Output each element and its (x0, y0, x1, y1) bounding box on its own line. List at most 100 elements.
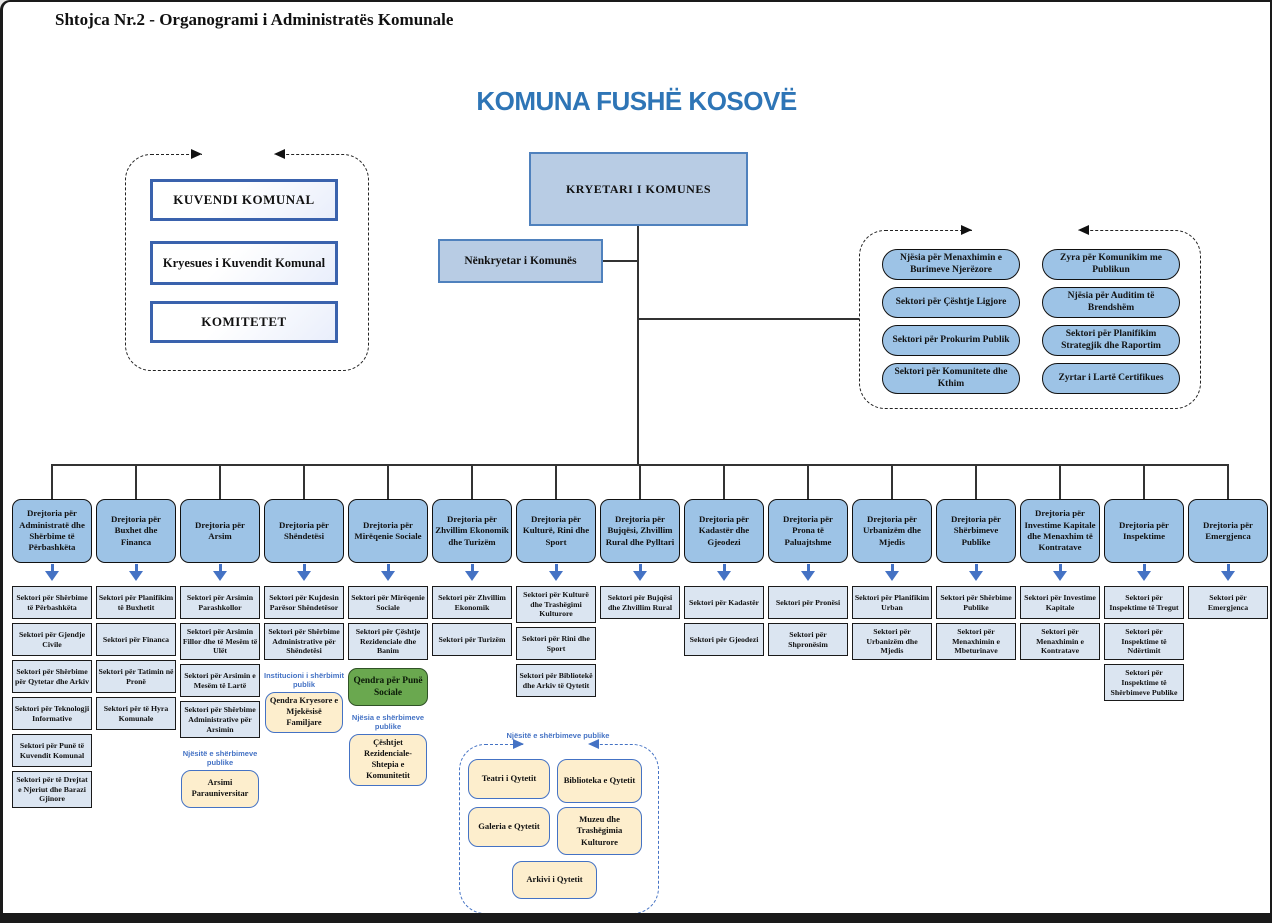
org-column-13: Drejtoria për Investime Kapitale dhe Men… (1018, 464, 1102, 664)
culture-unit-teatri: Teatri i Qytetit (468, 759, 550, 799)
sector-box: Sektori për Menaxhimin e Mbeturinave (936, 623, 1016, 661)
public-service-unit-box: Arsimi Parauniversitar (181, 770, 259, 809)
down-arrow-head (717, 571, 731, 581)
directorate-box: Drejtoria për Bujqësi, Zhvillim Rural dh… (600, 499, 680, 563)
sector-box: Sektori për Pronësi (768, 586, 848, 619)
connector-column-stub (51, 464, 53, 499)
arrow-right-icon (961, 225, 972, 235)
bottom-bar (3, 913, 1270, 921)
connector-column-stub (471, 464, 473, 499)
sector-box: Sektori për Gjeodezi (684, 623, 764, 656)
public-service-unit-box: Qendra Kryesore e Mjekësisë Familjare (265, 692, 343, 733)
arrow-left-icon (588, 739, 599, 749)
down-arrow-stem (470, 564, 474, 571)
staff-pill: Zyrtar i Lartë Certifikues (1042, 363, 1180, 394)
down-arrow-head (633, 571, 647, 581)
directorate-box: Drejtoria për Kulturë, Rini dhe Sport (516, 499, 596, 563)
down-arrow-stem (134, 564, 138, 571)
sector-box: Sektori për të Hyra Komunale (96, 697, 176, 730)
directorate-box: Drejtoria për Shëndetësi (264, 499, 344, 563)
sector-box: Sektori për Planifikim Urban (852, 586, 932, 619)
assembly-box-komitetet: KOMITETET (150, 301, 338, 343)
sector-box: Sektori për Gjendje Civile (12, 623, 92, 656)
staff-pill: Sektori për Komunitete dhe Kthim (882, 363, 1020, 394)
sector-box: Sektori për Mirëqenie Sociale (348, 586, 428, 619)
arrow-left-icon (274, 149, 285, 159)
connector-column-stub (1143, 464, 1145, 499)
directorate-box: Drejtoria për Emergjenca (1188, 499, 1268, 563)
down-arrow-icon (969, 564, 983, 581)
down-arrow-head (885, 571, 899, 581)
down-arrow-icon (45, 564, 59, 581)
connector-column-stub (891, 464, 893, 499)
staff-pill: Zyra për Komunikim me Publikun (1042, 249, 1180, 280)
sector-box: Sektori për Kadastër (684, 586, 764, 619)
staff-group: Njësia për Menaxhimin e Burimeve Njerëzo… (859, 225, 1201, 409)
down-arrow-stem (1226, 564, 1230, 571)
connector-column-stub (639, 464, 641, 499)
sector-box: Sektori për Shërbime të Përbashkëta (12, 586, 92, 619)
down-arrow-icon (381, 564, 395, 581)
directorate-box: Drejtoria për Investime Kapitale dhe Men… (1020, 499, 1100, 563)
sector-box: Sektori për Kulturë dhe Trashëgimi Kultu… (516, 586, 596, 624)
sector-box: Sektori për Çështje Rezidenciale dhe Ban… (348, 623, 428, 661)
municipality-title: KOMUNA FUSHË KOSOVË (476, 86, 797, 116)
down-arrow-head (297, 571, 311, 581)
connector-column-stub (135, 464, 137, 499)
document-header: Shtojca Nr.2 - Organogrami i Administrat… (55, 10, 454, 29)
down-arrow-stem (806, 564, 810, 571)
down-arrow-head (129, 571, 143, 581)
connector-column-stub (303, 464, 305, 499)
down-arrow-stem (1058, 564, 1062, 571)
staff-pill: Njësia për Menaxhimin e Burimeve Njerëzo… (882, 249, 1020, 280)
sector-box: Sektori për Urbanizëm dhe Mjedis (852, 623, 932, 661)
arrow-right-icon (191, 149, 202, 159)
connector-staff (639, 318, 859, 320)
sector-box: Sektori për Zhvillim Ekonomik (432, 586, 512, 619)
down-arrow-icon (129, 564, 143, 581)
public-service-label: Njësia e shërbimeve publike (351, 713, 425, 732)
directorate-box: Drejtoria për Prona të Paluajtshme (768, 499, 848, 563)
connector-column-stub (1227, 464, 1229, 499)
sector-box: Sektori për Investime Kapitale (1020, 586, 1100, 619)
sector-box: Sektori për Shërbime për Qytetar dhe Ark… (12, 660, 92, 693)
sector-box: Sektori për Kujdesin Parësor Shëndetësor (264, 586, 344, 619)
sector-box: Sektori për të Drejtat e Njeriut dhe Bar… (12, 771, 92, 809)
assembly-box-kuvendi: KUVENDI KOMUNAL (150, 179, 338, 221)
culture-unit-biblioteka: Biblioteka e Qytetit (557, 759, 642, 803)
culture-unit-arkivi: Arkivi i Qytetit (512, 861, 597, 899)
sector-box: Sektori për Tatimin në Pronë (96, 660, 176, 693)
down-arrow-stem (638, 564, 642, 571)
arrow-left-icon (1078, 225, 1089, 235)
sector-box: Sektori për Shërbime Administrative për … (180, 701, 260, 739)
down-arrow-head (1053, 571, 1067, 581)
connector-column-stub (387, 464, 389, 499)
sector-box: Sektori për Arsimin Fillor dhe të Mesëm … (180, 623, 260, 661)
assembly-box-kryesues: Kryesues i Kuvendit Komunal (150, 241, 338, 285)
public-service-label: Institucioni i shërbimit publik (263, 671, 344, 690)
public-service-unit-box: Çështjet Rezidenciale- Shtepia e Komunit… (349, 734, 427, 786)
directorate-box: Drejtoria për Kadastër dhe Gjeodezi (684, 499, 764, 563)
directorate-box: Drejtoria për Urbanizëm dhe Mjedis (852, 499, 932, 563)
sector-box: Sektori për Shpronësim (768, 623, 848, 656)
down-arrow-head (45, 571, 59, 581)
directorate-box: Drejtoria për Shërbimeve Publike (936, 499, 1016, 563)
sector-box: Sektori për Inspektime të Tregut (1104, 586, 1184, 619)
connector-column-stub (807, 464, 809, 499)
org-column-1: Drejtoria për Administratë dhe Shërbime … (10, 464, 94, 812)
down-arrow-icon (465, 564, 479, 581)
directorate-box: Drejtoria për Arsim (180, 499, 260, 563)
down-arrow-icon (801, 564, 815, 581)
org-column-6: Drejtoria për Zhvillim Ekonomik dhe Turi… (430, 464, 514, 660)
sector-box: Sektori për Menaxhimin e Kontratave (1020, 623, 1100, 661)
social-work-center-box: Qendra për Punë Sociale (348, 668, 428, 707)
down-arrow-stem (386, 564, 390, 571)
down-arrow-head (1137, 571, 1151, 581)
